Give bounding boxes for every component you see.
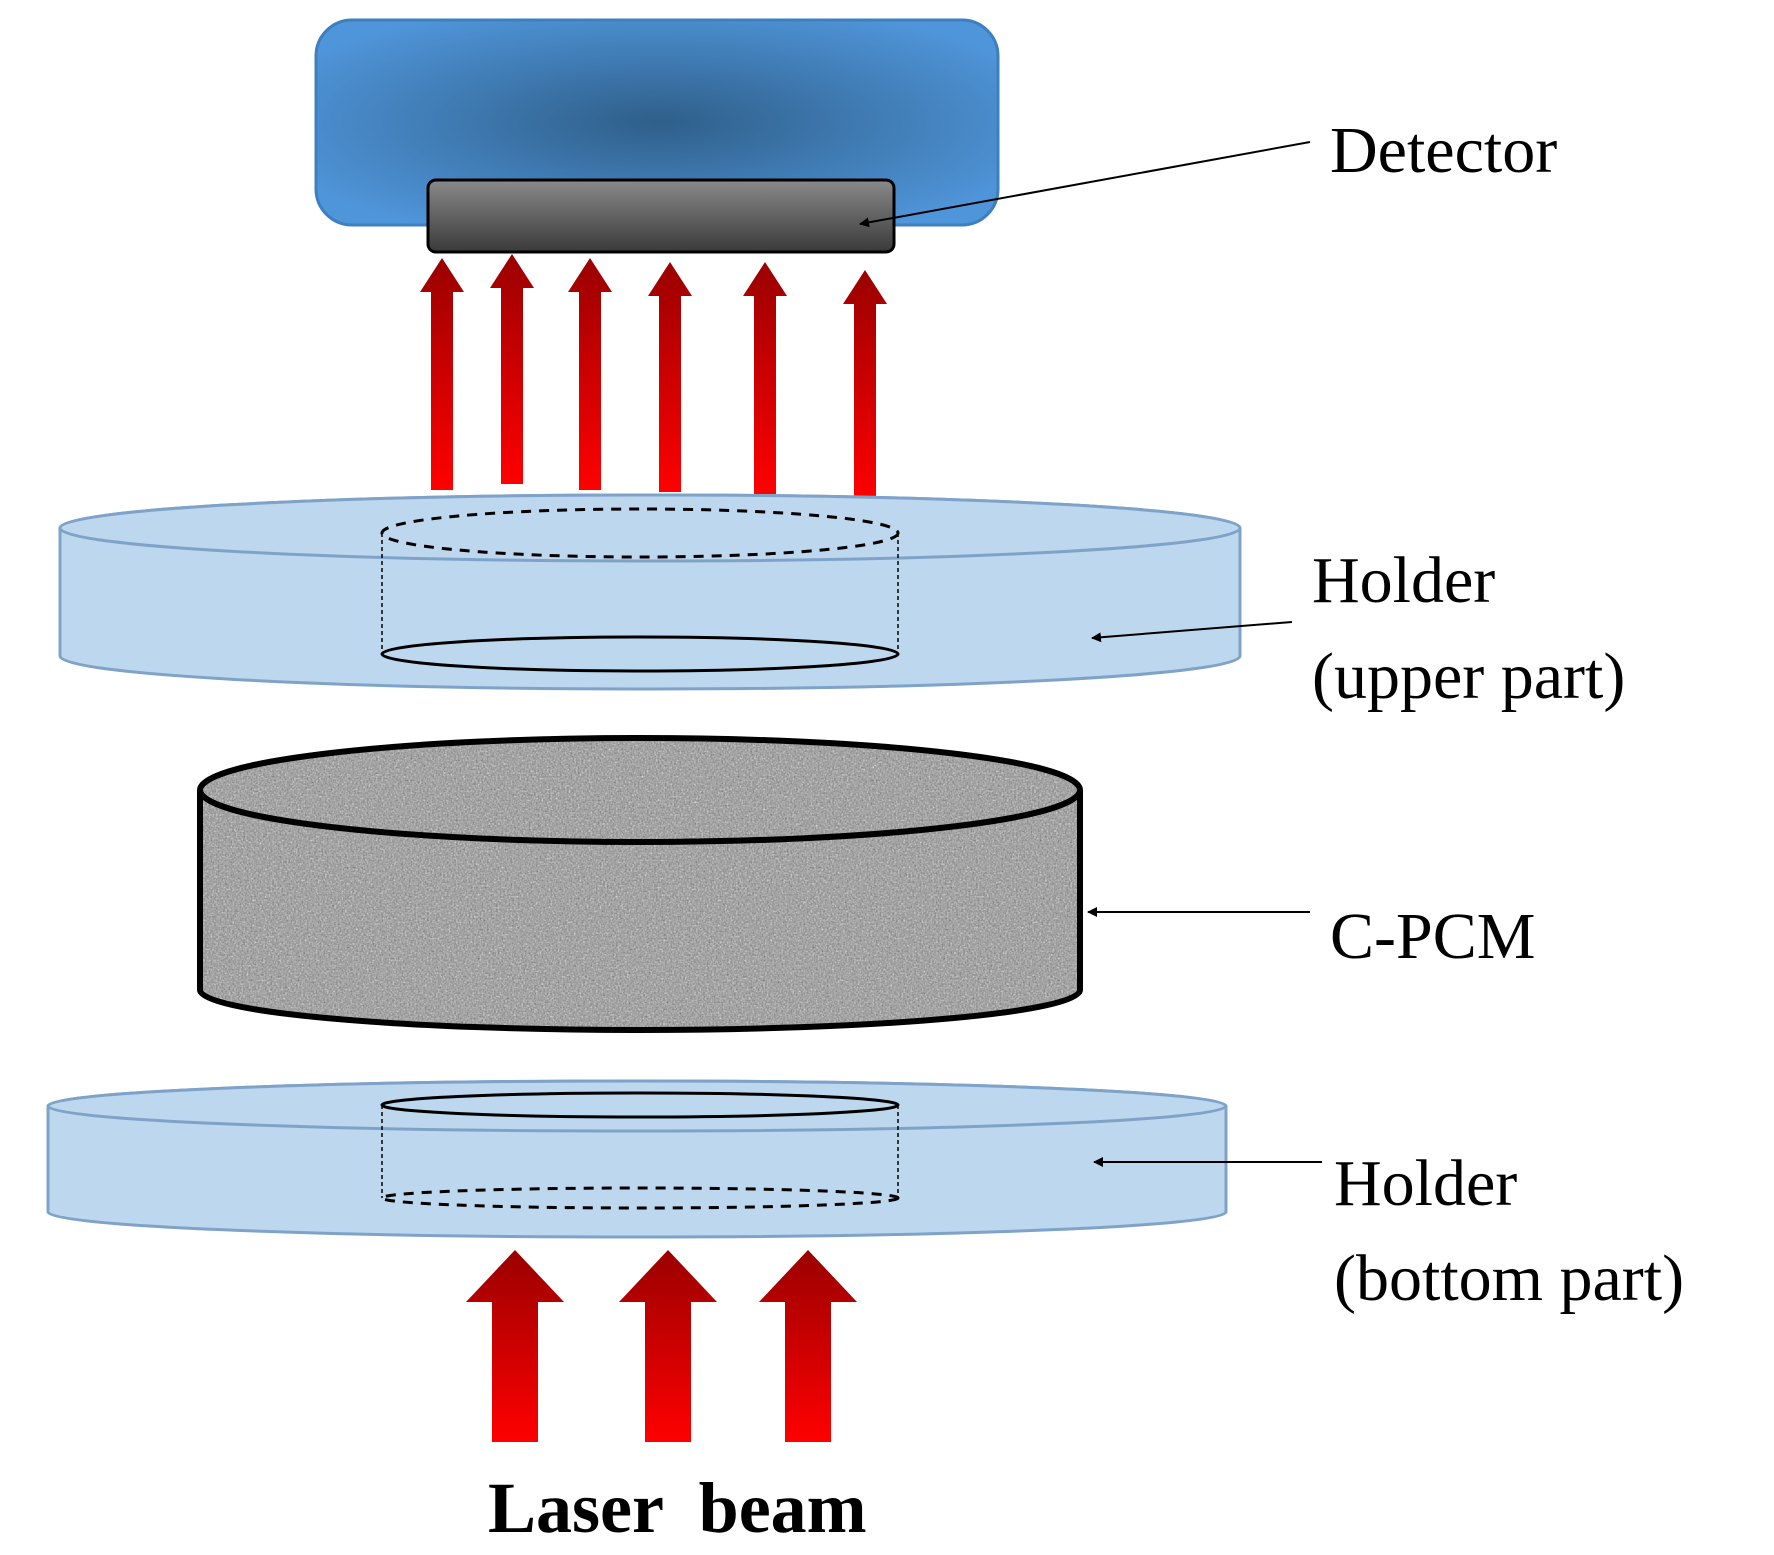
holder-bottom-label-line1: Holder	[1334, 1147, 1517, 1220]
holder-upper	[58, 493, 1242, 691]
holder-bottom-label-line2: (bottom part)	[1334, 1242, 1684, 1315]
detector-sensor	[426, 178, 896, 254]
holder-upper-label-line1: Holder	[1312, 544, 1495, 617]
emitted-arrows	[420, 254, 887, 500]
emitted-arrow	[568, 258, 612, 490]
cpcm-label: C-PCM	[1330, 900, 1535, 973]
laser-arrow	[759, 1250, 857, 1442]
holder-bottom-recess-bottom	[380, 1186, 900, 1210]
detector	[314, 18, 1000, 254]
emitted-arrow	[420, 258, 464, 490]
emitted-arrow	[490, 254, 534, 484]
laser-arrows	[466, 1250, 857, 1442]
holder-upper-leader	[1091, 621, 1293, 643]
detector-leader	[859, 141, 1311, 228]
emitted-arrow	[743, 262, 787, 494]
laser-arrow	[466, 1250, 564, 1442]
holder-bottom	[46, 1079, 1228, 1239]
holder-upper-recess-bottom	[380, 635, 900, 673]
emitted-arrow	[648, 262, 692, 492]
detector-label: Detector	[1330, 114, 1557, 187]
emitted-arrow	[843, 270, 887, 500]
laser-beam-label: Laser beam	[488, 1468, 867, 1548]
cpcm-sample	[197, 735, 1083, 1033]
leader-lines	[859, 141, 1322, 1167]
laser-arrow	[619, 1250, 717, 1442]
holder-upper-label-line2: (upper part)	[1312, 640, 1625, 713]
